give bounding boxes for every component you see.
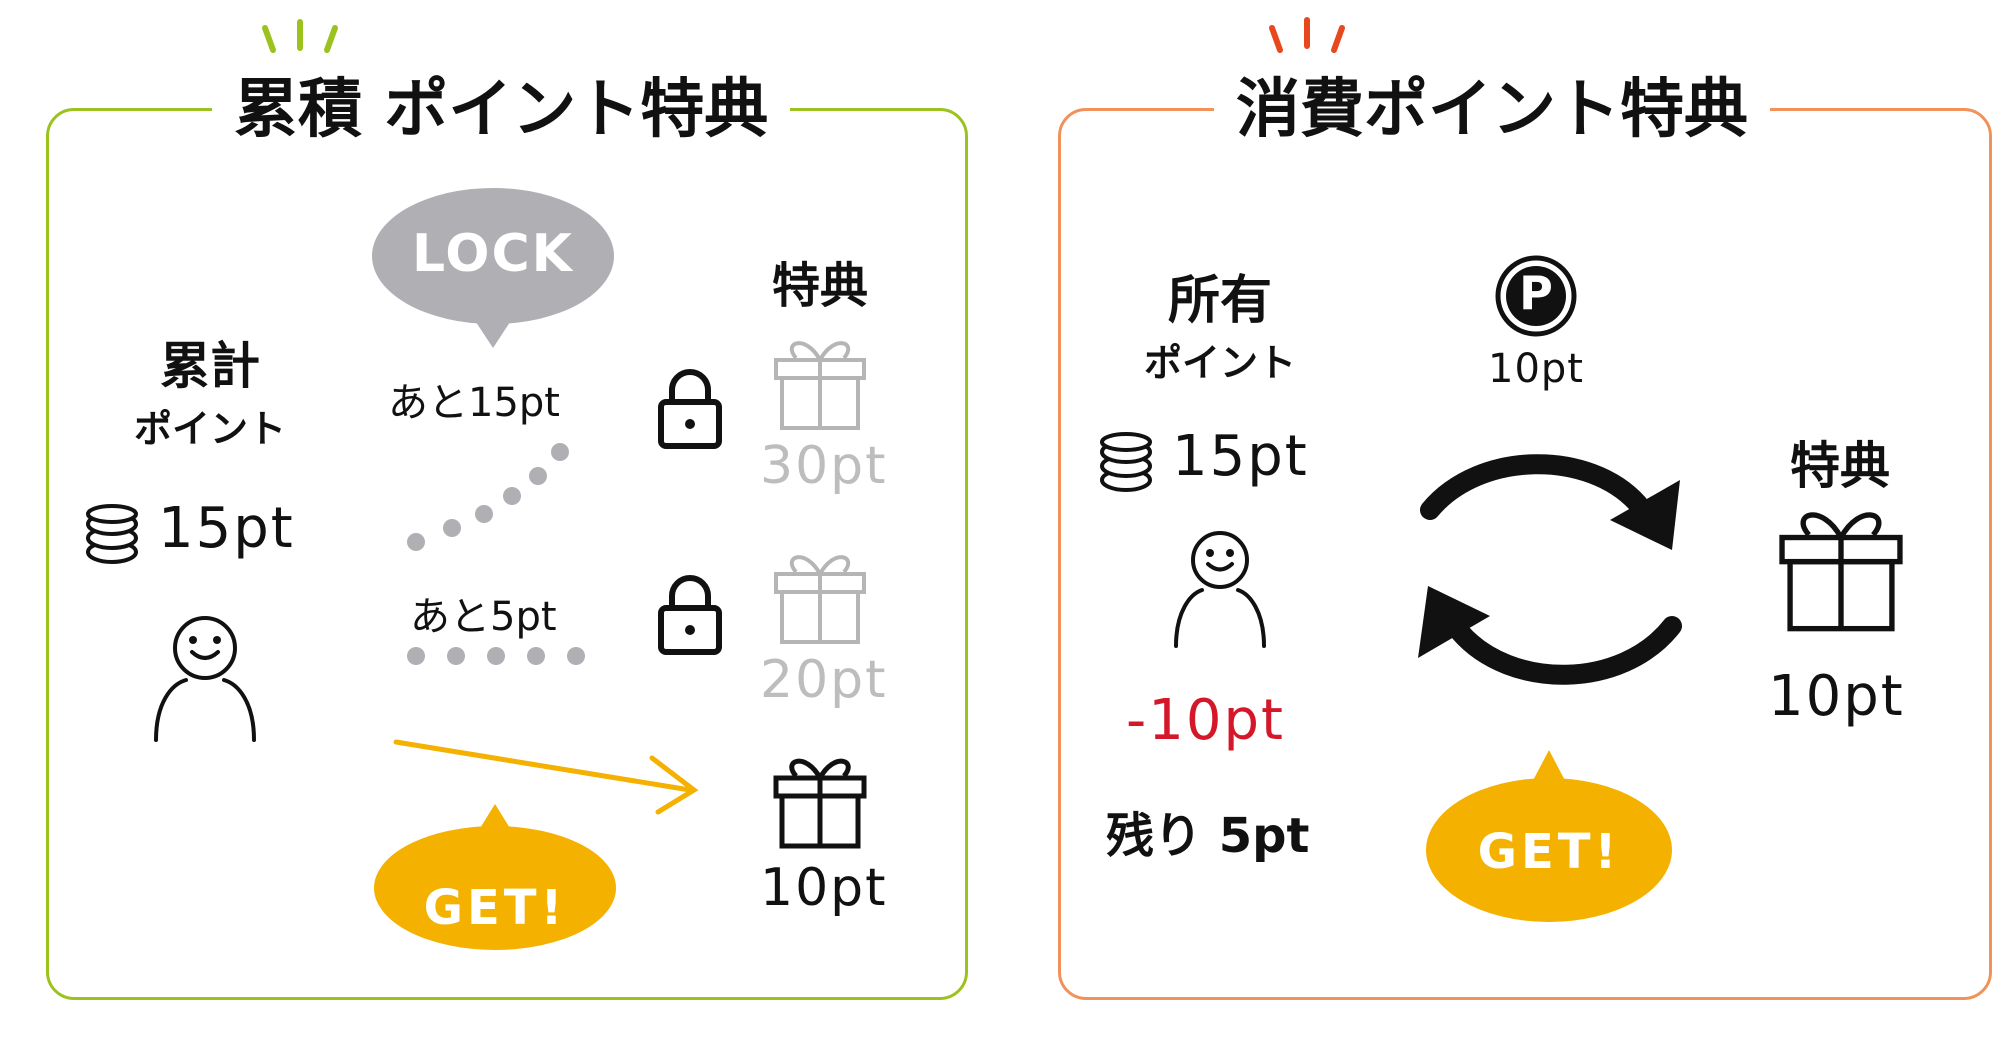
get-bubble-right-label: GET! [1477, 824, 1621, 880]
lock-speech-bubble [372, 188, 614, 348]
dotted-path-15 [407, 443, 569, 551]
sparkle-green-icon [262, 19, 338, 53]
get-speech-bubble-left [374, 804, 616, 950]
point-badge-icon [1495, 255, 1577, 337]
cumulative-sublabel: ポイント [133, 407, 286, 451]
remaining-points: 残り 5pt [1106, 808, 1310, 864]
remaining-15-label: あと15pt [388, 380, 560, 426]
reward-cost-20: 20pt [760, 650, 888, 710]
person-icon [1174, 531, 1266, 648]
get-speech-bubble-right [1426, 750, 1672, 922]
get-arrow [393, 739, 699, 815]
padlock-icon [658, 575, 722, 655]
rewards-heading: 特典 [771, 258, 868, 314]
point-badge-letter: P [1519, 266, 1553, 320]
dotted-path-5 [407, 647, 585, 665]
owned-sublabel: ポイント [1143, 341, 1296, 385]
padlock-icon [658, 369, 722, 449]
gift-icon [1779, 512, 1903, 632]
cumulative-label: 累計 [160, 337, 260, 395]
remaining-5-label: あと5pt [410, 594, 557, 640]
gift-icon [773, 758, 867, 849]
lock-bubble-label: LOCK [412, 224, 574, 284]
person-icon [154, 616, 256, 742]
get-bubble-left-label: GET! [423, 880, 567, 936]
reward-cost-30: 30pt [760, 436, 888, 496]
exchange-arrows-icon [1418, 454, 1682, 685]
cumulative-points: 15pt [158, 496, 295, 561]
gift-icon [774, 555, 866, 644]
reward-heading-right: 特典 [1790, 437, 1890, 495]
sparkle-orange-icon [1269, 17, 1345, 53]
owned-points: 15pt [1172, 424, 1309, 489]
coins-icon [86, 504, 138, 564]
exchange-cost: 10pt [1488, 346, 1584, 392]
reward-cost-right: 10pt [1768, 664, 1905, 729]
coins-icon [1100, 432, 1152, 492]
cumulative-title: 累積 ポイント特典 [212, 68, 791, 152]
consumption-title: 消費ポイント特典 [1214, 68, 1770, 152]
reward-cost-10: 10pt [760, 858, 888, 918]
owned-label: 所有 [1167, 271, 1272, 331]
gift-icon [774, 341, 866, 430]
deduction-points: -10pt [1126, 688, 1285, 753]
